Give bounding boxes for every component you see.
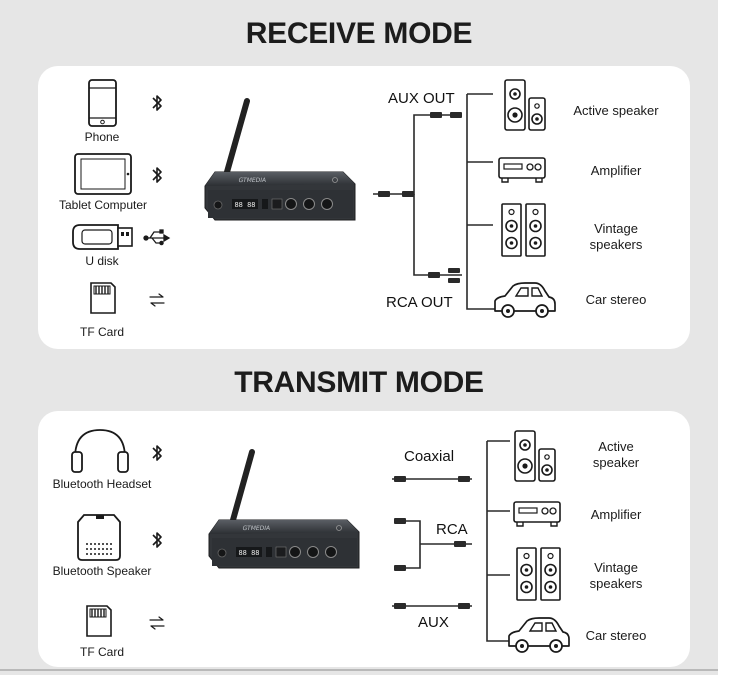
vintage-speakers-icon bbox=[501, 203, 546, 257]
right-margin bbox=[718, 0, 753, 675]
output-label-vintage-speakers: Vintage speakers bbox=[589, 221, 643, 252]
sd-card-icon bbox=[90, 282, 116, 314]
output-label-car-stereo-2: Car stereo bbox=[585, 628, 647, 643]
vintage-speakers-icon bbox=[516, 547, 561, 601]
coaxial-label: Coaxial bbox=[404, 448, 455, 465]
source-label-phone: Phone bbox=[84, 130, 120, 144]
active-speaker-icon bbox=[504, 79, 546, 131]
receiver-device bbox=[204, 98, 356, 221]
bluetooth-speaker-icon bbox=[77, 514, 121, 561]
receive-cable-plugs bbox=[378, 112, 462, 283]
bluetooth-icon bbox=[152, 167, 162, 183]
active-speaker-icon bbox=[514, 430, 556, 482]
bluetooth-icon bbox=[152, 95, 162, 111]
rca-out-label: RCA OUT bbox=[386, 294, 453, 311]
source-label-bluetooth-speaker: Bluetooth Speaker bbox=[52, 564, 152, 578]
amplifier-icon bbox=[498, 157, 546, 183]
output-label-active-speaker: Active speaker bbox=[573, 103, 659, 118]
output-label-active-speaker-2: Active speaker bbox=[592, 439, 640, 470]
source-label-u-disk: U disk bbox=[85, 254, 119, 268]
transmit-mode-panel bbox=[38, 411, 690, 667]
rca-label: RCA bbox=[436, 521, 468, 538]
car-icon bbox=[494, 282, 556, 318]
transmit-mode-title: TRANSMIT MODE bbox=[234, 366, 484, 399]
bottom-divider bbox=[0, 669, 718, 671]
source-label-bluetooth-headset: Bluetooth Headset bbox=[52, 477, 152, 491]
receive-mode-title: RECEIVE MODE bbox=[245, 17, 473, 50]
transmit-cables bbox=[392, 440, 510, 642]
usb-symbol-icon bbox=[143, 229, 171, 246]
amplifier-icon bbox=[513, 501, 561, 527]
source-label-tf-card: TF Card bbox=[79, 325, 124, 339]
bluetooth-icon bbox=[152, 532, 162, 548]
bluetooth-icon bbox=[152, 445, 162, 461]
swap-arrows-icon bbox=[149, 293, 165, 307]
output-label-amplifier-2: Amplifier bbox=[590, 507, 642, 522]
output-label-vintage-speakers-2: Vintage speakers bbox=[589, 560, 643, 591]
swap-arrows-icon bbox=[149, 616, 165, 630]
output-label-car-stereo: Car stereo bbox=[585, 292, 647, 307]
usb-drive-icon bbox=[72, 224, 133, 250]
source-label-tf-card-2: TF Card bbox=[79, 645, 124, 659]
source-label-tablet: Tablet Computer bbox=[58, 198, 148, 212]
receive-mode-panel bbox=[38, 66, 690, 349]
sd-card-icon bbox=[86, 605, 112, 637]
phone-icon bbox=[88, 79, 117, 127]
aux-out-label: AUX OUT bbox=[388, 90, 455, 107]
tablet-icon bbox=[74, 153, 132, 195]
headphones-icon bbox=[71, 429, 129, 473]
car-icon bbox=[508, 617, 570, 653]
output-label-amplifier: Amplifier bbox=[590, 163, 642, 178]
aux-label: AUX bbox=[418, 614, 449, 631]
transmitter-device bbox=[208, 449, 360, 569]
transmit-cable-plugs bbox=[394, 476, 470, 609]
